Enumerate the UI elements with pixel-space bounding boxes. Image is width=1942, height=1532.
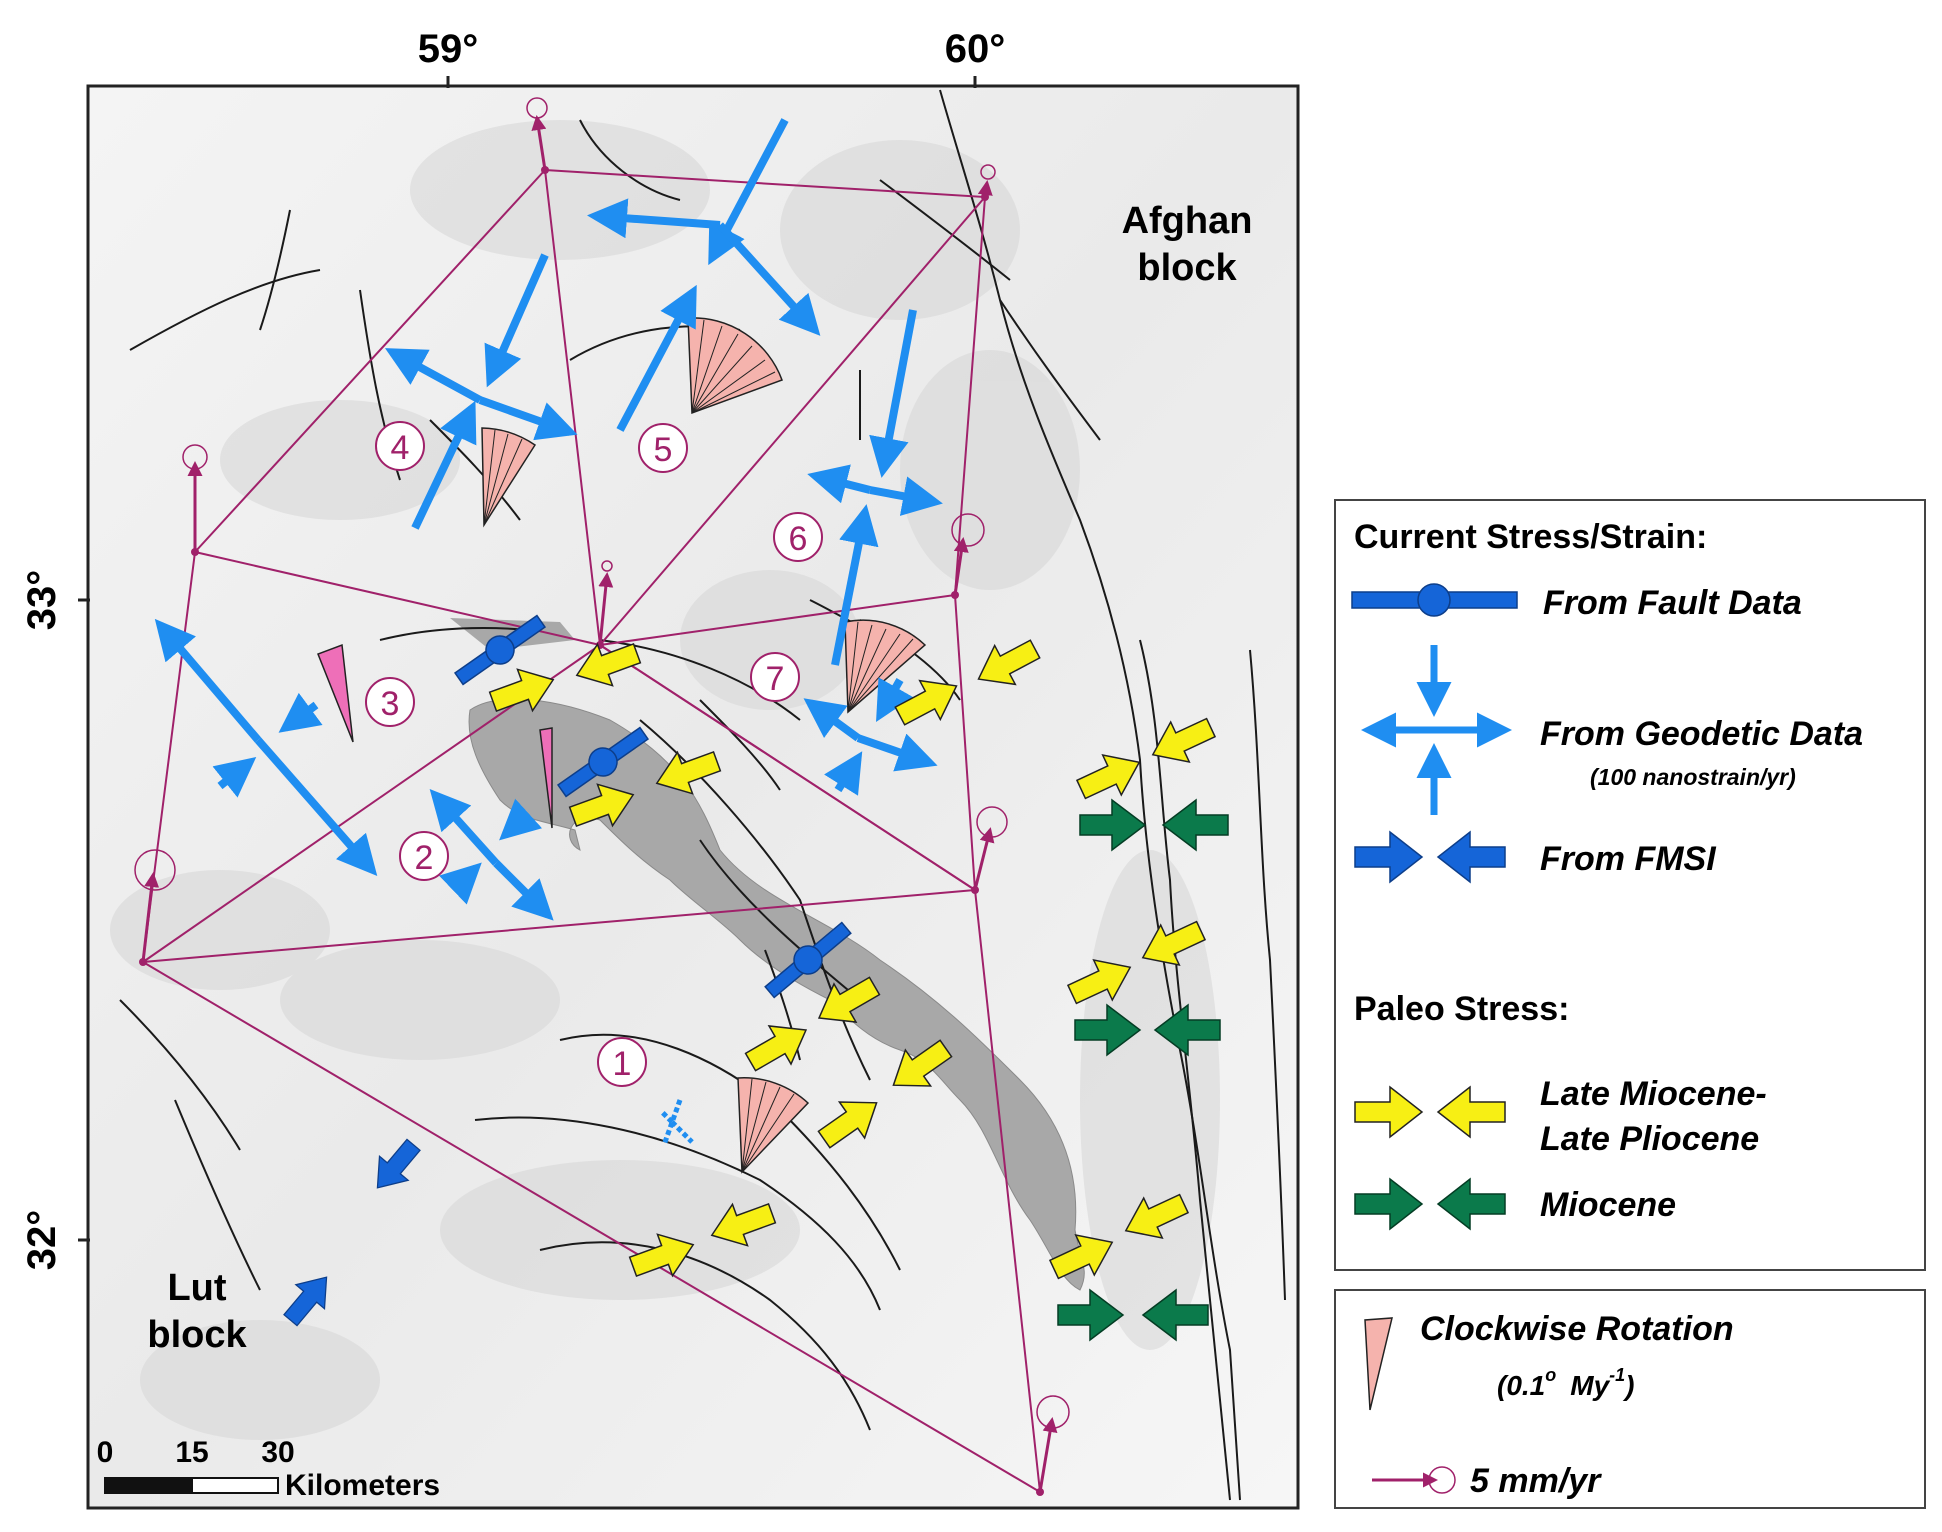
lat-label-33: 33°: [20, 570, 64, 631]
region-marker-4: 4: [375, 421, 425, 471]
rotation-wedges: [317, 317, 927, 1174]
geodetic-minor-arrows: [660, 1099, 694, 1146]
rotation-wedge-3: [317, 643, 354, 743]
legend-fmsi-symbol: [1354, 830, 1506, 884]
lon-label-60: 60°: [945, 27, 1006, 71]
legend-miocene-label: Miocene: [1540, 1186, 1676, 1224]
lon-label-59: 59°: [418, 27, 479, 71]
fault-data-symbols: [453, 614, 852, 999]
rotation-wedge-2: [539, 727, 553, 829]
legend-fmsi-label: From FMSI: [1540, 840, 1717, 878]
legend-late-miocene-label-1: Late Miocene-: [1540, 1075, 1767, 1113]
rotation-wedge-7: [844, 619, 927, 714]
scale-bar: 0 15 30 Kilometers: [97, 1436, 440, 1502]
legend-late-miocene-label-2: Late Pliocene: [1540, 1120, 1759, 1158]
region-marker-6: 6: [773, 512, 823, 562]
svg-text:4: 4: [391, 429, 410, 467]
legend-geodetic-label: From Geodetic Data: [1540, 715, 1863, 753]
legend-velocity-label: 5 mm/yr: [1470, 1462, 1602, 1500]
region-marker-1: 1: [597, 1037, 647, 1087]
legend-rotation-label: Clockwise Rotation: [1420, 1310, 1734, 1348]
afghan-block-label-1: Afghan: [1122, 200, 1253, 242]
legend-geodetic-unit: (100 nanostrain/yr): [1590, 764, 1796, 790]
region-marker-3: 3: [365, 677, 415, 727]
geodetic-strain-arrows: [154, 118, 943, 921]
region-marker-7: 7: [750, 652, 800, 702]
scale-unit: Kilometers: [285, 1469, 440, 1502]
lut-block-label-1: Lut: [167, 1267, 226, 1309]
legend-miocene-symbol: [1354, 1177, 1506, 1231]
afghan-block-label-2: block: [1137, 247, 1237, 289]
scale-tick-0: 0: [97, 1436, 114, 1469]
legend-paleo-title: Paleo Stress:: [1354, 990, 1569, 1028]
svg-text:1: 1: [613, 1045, 632, 1083]
legend-stress: Current Stress/Strain: From Fault Data F…: [1334, 499, 1926, 1271]
gps-stations: [139, 166, 1044, 1496]
lat-label-32: 32°: [20, 1210, 64, 1271]
legend-velocity-symbol: [1372, 1466, 1456, 1494]
axis-ticks: [78, 76, 977, 1242]
legend-rotation-wedge-icon: [1364, 1317, 1393, 1411]
svg-text:3: 3: [381, 685, 400, 723]
region-marker-2: 2: [399, 831, 449, 881]
legend-current-title: Current Stress/Strain:: [1354, 518, 1707, 556]
scale-tick-15: 15: [175, 1436, 208, 1469]
lut-block-label-2: block: [147, 1314, 247, 1356]
scale-tick-30: 30: [261, 1436, 294, 1469]
svg-text:5: 5: [654, 431, 673, 469]
gps-error-ellipses: [134, 97, 1070, 1429]
paleo-miocene-arrows: [1057, 798, 1229, 1342]
legend-fault-data-label: From Fault Data: [1543, 584, 1802, 622]
region-markers: 1 2 3 4 5 6 7: [365, 421, 823, 1087]
legend-late-miocene-symbol: [1354, 1085, 1506, 1139]
fmsi-arrows-map: [283, 1138, 421, 1327]
svg-text:7: 7: [766, 660, 785, 698]
region-marker-5: 5: [638, 423, 688, 473]
legend-fault-data-symbol: [1351, 583, 1518, 617]
legend-geodetic-symbol: [1361, 645, 1512, 815]
svg-text:6: 6: [789, 520, 808, 558]
svg-text:2: 2: [415, 839, 434, 877]
paleo-late-miocene-arrows: [488, 639, 1217, 1280]
